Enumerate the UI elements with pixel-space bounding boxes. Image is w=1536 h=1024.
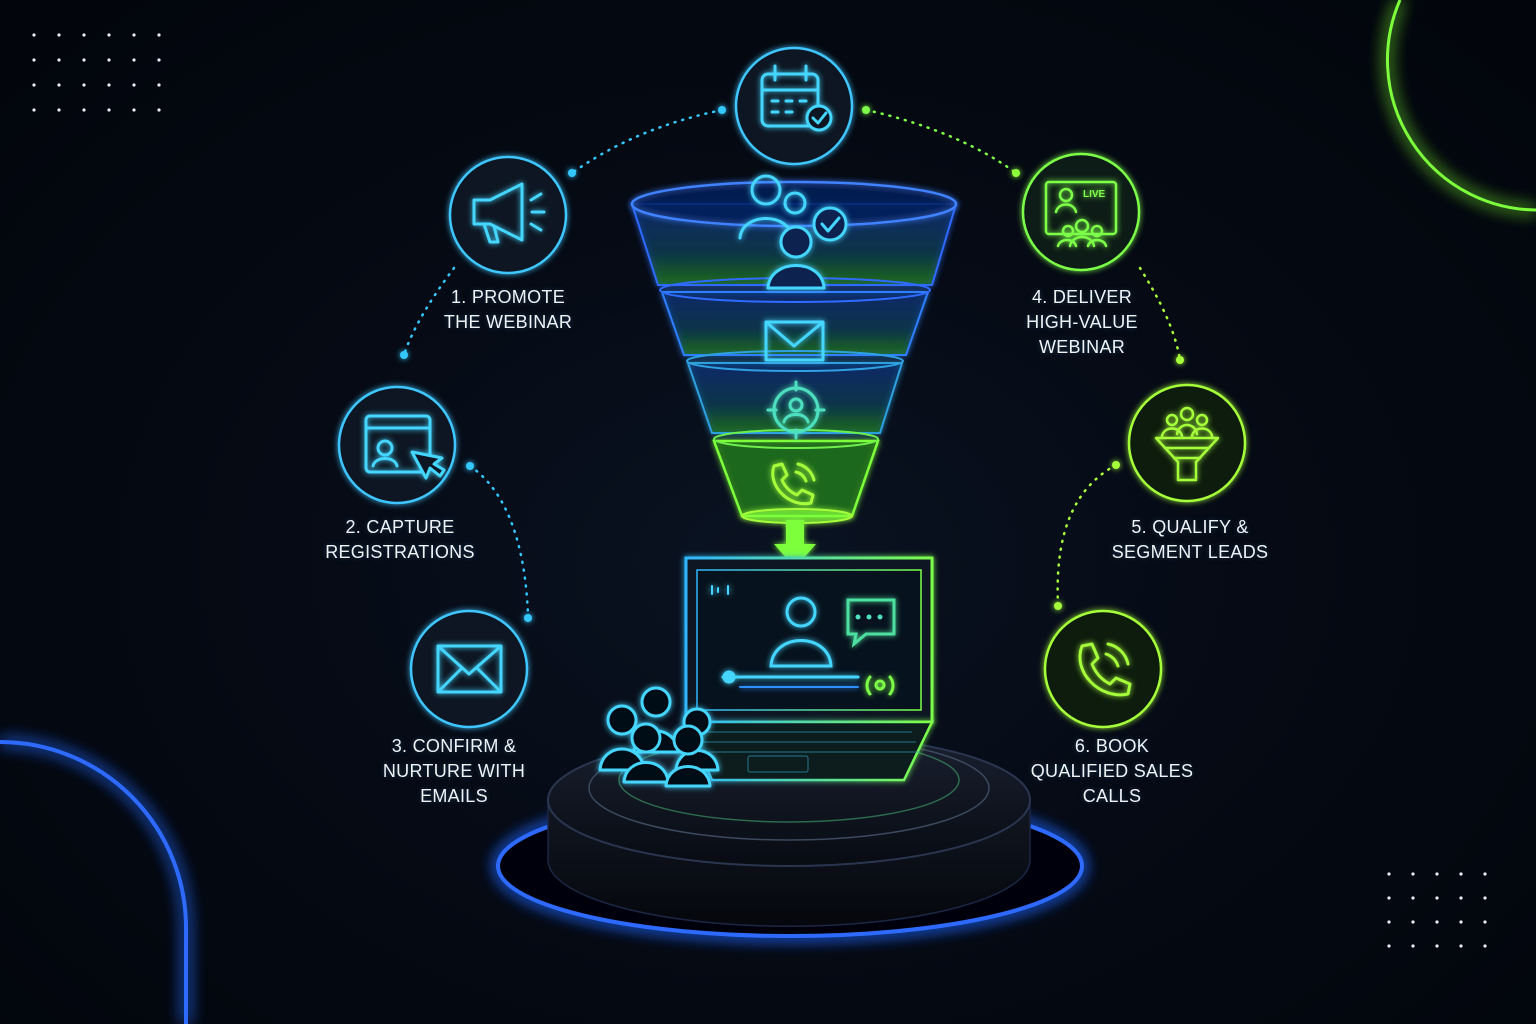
step-1-label: 1. PROMOTE THE WEBINAR [408, 285, 608, 335]
step-5-label: 5. QUALIFY & SEGMENT LEADS [1090, 515, 1290, 565]
grid-dot [107, 58, 111, 62]
step-5-icon-circle [1127, 383, 1247, 503]
presenter-icon [785, 596, 817, 628]
grid-dot [1411, 872, 1415, 876]
step-1-icon-circle [448, 155, 568, 275]
calendar-check-icon [734, 46, 854, 166]
step-3-label: 3. CONFIRM & NURTURE WITH EMAILS [354, 734, 554, 809]
grid-dot [57, 33, 61, 37]
grid-dot [132, 83, 136, 87]
grid-dot [82, 83, 86, 87]
dot-grid-top-left [32, 33, 161, 112]
grid-dot [82, 33, 86, 37]
grid-dot [1387, 920, 1391, 924]
grid-dot [1435, 896, 1439, 900]
grid-dot [1411, 920, 1415, 924]
grid-dot [1435, 872, 1439, 876]
grid-dot [157, 108, 161, 112]
step-2-label: 2. CAPTURE REGISTRATIONS [300, 515, 500, 565]
connector-arc [402, 108, 1182, 617]
registration-form-icon [364, 414, 446, 480]
connector-dots [400, 106, 1184, 622]
grid-dot [157, 83, 161, 87]
grid-dot [1387, 872, 1391, 876]
grid-dot [1483, 920, 1487, 924]
grid-dot [1483, 872, 1487, 876]
grid-dot [82, 108, 86, 112]
grid-dot [57, 108, 61, 112]
grid-dot [132, 108, 136, 112]
grid-dot [1411, 944, 1415, 948]
grid-dot [32, 108, 36, 112]
grid-dot [1411, 896, 1415, 900]
live-webinar-icon: LIVE [1044, 180, 1118, 248]
grid-dot [157, 33, 161, 37]
grid-dot [132, 58, 136, 62]
step-5-label-line-2: SEGMENT LEADS [1111, 542, 1269, 562]
audience-check-icon [738, 174, 848, 290]
dot-grid-bottom-right [1387, 872, 1487, 948]
live-badge-text: LIVE [1083, 189, 1106, 200]
step-2-label-line-1: 2. CAPTURE [345, 517, 455, 537]
step-4-label-line-1: 4. DELIVER [1031, 287, 1133, 307]
step-6-label-line-2: QUALIFIED SALES [1030, 761, 1194, 781]
grid-dot [1459, 920, 1463, 924]
grid-dot [1387, 944, 1391, 948]
grid-dot [107, 33, 111, 37]
step-2-label-line-2: REGISTRATIONS [325, 542, 475, 562]
grid-dot [1459, 896, 1463, 900]
step-1-label-line-1: 1. PROMOTE [450, 287, 565, 307]
step-4-label-line-2: HIGH-VALUE [1026, 312, 1138, 332]
envelope-icon [764, 320, 825, 362]
step-4-label: 4. DELIVER HIGH-VALUE WEBINAR [982, 285, 1182, 360]
step-3-label-line-2: NURTURE WITH [382, 761, 526, 781]
grid-dot [32, 83, 36, 87]
audience-group-icon [598, 686, 720, 788]
step-4-icon-circle: LIVE [1021, 152, 1141, 272]
keyboard [698, 731, 920, 773]
step-6-label-line-1: 6. BOOK [1074, 736, 1150, 756]
phone-call-icon [771, 462, 816, 506]
grid-dot [1459, 944, 1463, 948]
step-6-label-line-3: CALLS [1082, 786, 1142, 806]
grid-dot [132, 33, 136, 37]
grid-dot [1435, 944, 1439, 948]
lead-funnel-icon [1154, 406, 1220, 482]
grid-dot [1387, 896, 1391, 900]
step-3-label-line-3: EMAILS [420, 786, 488, 806]
step-4-label-line-3: WEBINAR [1038, 337, 1126, 357]
grid-dot [32, 58, 36, 62]
grid-dot [32, 33, 36, 37]
phone-call-icon [1078, 642, 1132, 697]
envelope-icon [436, 644, 503, 694]
step-1-label-line-2: THE WEBINAR [443, 312, 573, 332]
grid-dot [1459, 872, 1463, 876]
grid-dot [1483, 944, 1487, 948]
decorative-arc-top-right [1385, 0, 1536, 212]
funnel [630, 174, 958, 524]
grid-dot [1435, 920, 1439, 924]
step-6-label: 6. BOOK QUALIFIED SALES CALLS [1012, 734, 1212, 809]
grid-dot [57, 83, 61, 87]
grid-dot [107, 108, 111, 112]
down-arrow-icon [774, 520, 816, 568]
step-2-icon-circle [337, 385, 457, 505]
podium [496, 733, 1084, 938]
grid-dot [107, 83, 111, 87]
target-user-icon [766, 380, 826, 440]
grid-dot [57, 58, 61, 62]
megaphone-icon [472, 182, 546, 244]
step-3-label-line-1: 3. CONFIRM & [391, 736, 517, 756]
grid-dot [1483, 896, 1487, 900]
grid-dot [82, 58, 86, 62]
grid-dot [157, 58, 161, 62]
step-5-label-line-1: 5. QUALIFY & [1131, 517, 1249, 537]
laptop [684, 556, 934, 782]
step-3-icon-circle [409, 609, 529, 729]
chat-bubble-icon [846, 598, 896, 648]
step-6-icon-circle [1043, 609, 1163, 729]
decorative-arc-bottom-left [0, 740, 189, 1024]
